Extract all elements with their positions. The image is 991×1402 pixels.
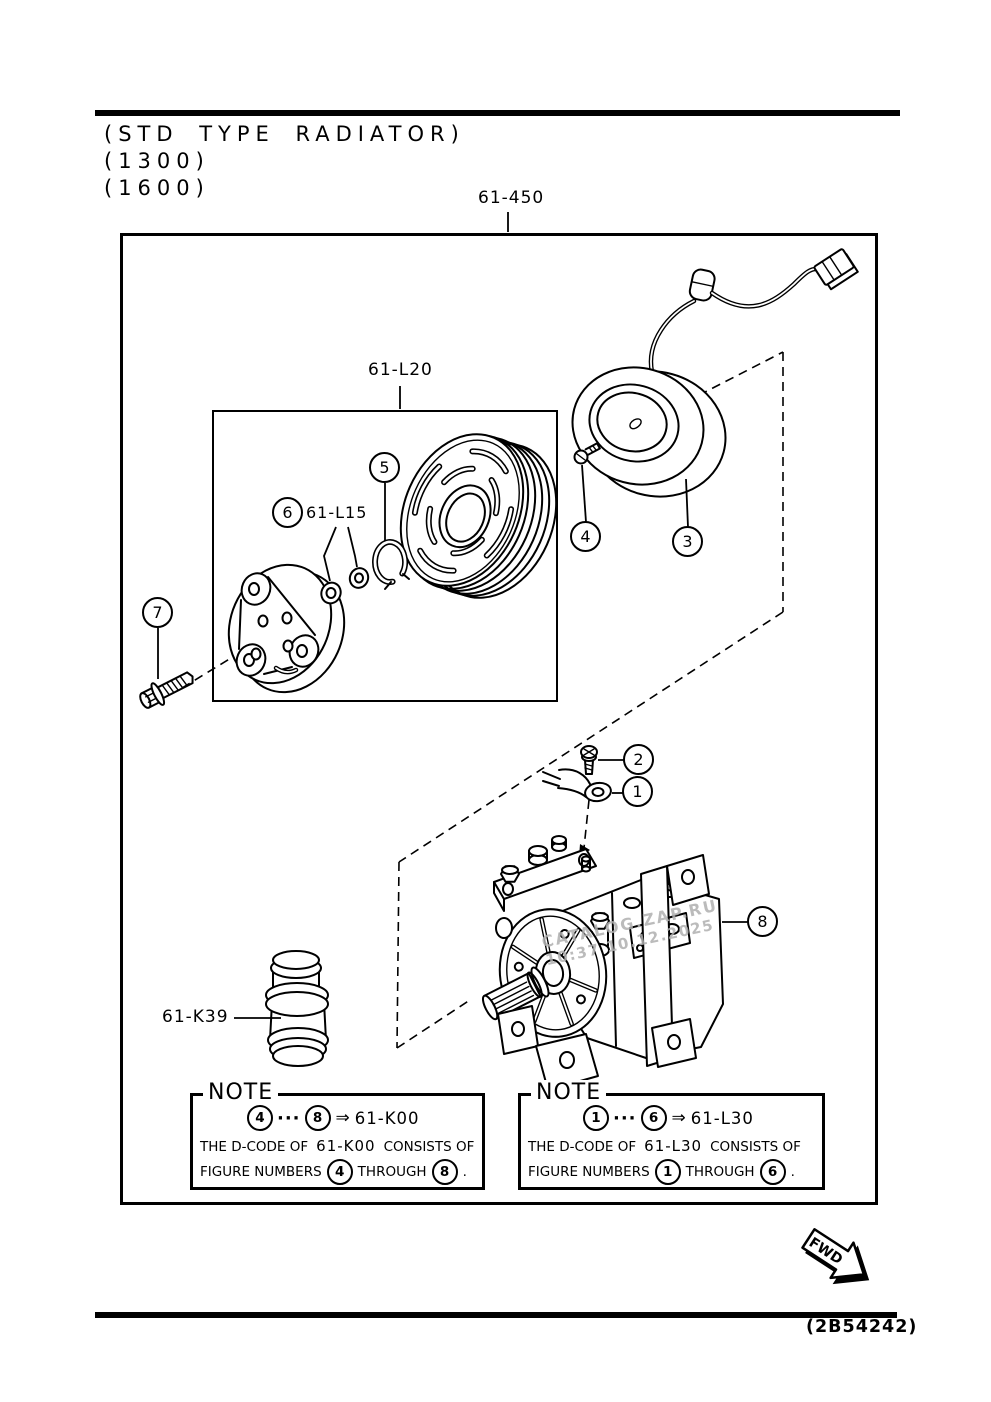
ground-strap-drawing [542,768,612,803]
note-right-body-row: THE D-CODE OF 61-L30 CONSISTS OF [521,1137,822,1155]
note-left-range-row: 4 ··· 8 ⇒ 61-K00 [193,1105,482,1131]
note-left-body-post: CONSISTS OF [383,1139,475,1155]
pulley-group-code-label: 61-L20 [368,360,433,380]
callout-1: 1 [622,776,653,807]
washer-kit-code-label: 61-L15 [306,503,368,522]
bottom-rule [95,1312,897,1318]
note-left-fig-to: 8 [431,1159,458,1185]
compressor-drawing [481,835,724,1091]
callout-3: 3 [672,526,703,557]
note-right-fig-period: . [790,1164,795,1180]
note-left-body-row: THE D-CODE OF 61-K00 CONSISTS OF [193,1137,482,1155]
note-left-group-code: 61-K00 [354,1108,420,1128]
damper-code-label: 61-K39 [162,1007,229,1027]
note-box-right: NOTE 1 ··· 6 ⇒ 61-L30 THE D-CODE OF 61-L3… [518,1080,825,1190]
note-right-fig-from: 1 [654,1159,681,1185]
screw-drawing [573,442,601,465]
note-left-fig-period: . [462,1164,467,1180]
note-right-range-row: 1 ··· 6 ⇒ 61-L30 [521,1105,822,1131]
note-left-figures-row: FIGURE NUMBERS 4 THROUGH 8 . [193,1159,482,1185]
assembly-code-label: 61-450 [478,188,545,208]
callout-6: 6 [272,497,303,528]
note-left-title: NOTE [203,1080,279,1105]
note-right-title: NOTE [531,1080,607,1105]
note-left-fig-mid: THROUGH [357,1164,427,1180]
note-right-group-code: 61-L30 [690,1108,754,1128]
note-right-figures-row: FIGURE NUMBERS 1 THROUGH 6 . [521,1159,822,1185]
note-left-fig-pre: FIGURE NUMBERS [200,1164,322,1180]
note-left-body-code: 61-K00 [316,1137,376,1155]
bolt-drawing [139,671,194,709]
note-right-arrow: ⇒ [671,1108,686,1128]
engine-code-1300: (1300) [104,149,210,173]
note-right-to-circle: 6 [640,1105,667,1131]
clutch-hub-drawing [227,563,346,694]
note-box-left: NOTE 4 ··· 8 ⇒ 61-K00 THE D-CODE OF 61-K0… [190,1080,485,1190]
note-right-fig-mid: THROUGH [685,1164,755,1180]
sheet-code: (2B54242) [806,1317,918,1337]
top-rule [95,110,900,116]
note-right-body-pre: THE D-CODE OF [528,1139,637,1155]
fwd-arrow-drawing: FWD [801,1228,870,1285]
snap-ring-drawing [372,539,410,590]
callout-8: 8 [747,906,778,937]
note-right-fig-to: 6 [759,1159,786,1185]
callout-2: 2 [623,744,654,775]
leader-lines [157,212,748,1019]
callout-7: 7 [142,597,173,628]
pulley-drawing [399,433,558,599]
damper-drawing [265,950,329,1067]
wire-connector-drawing [813,248,859,291]
note-left-from-circle: 4 [247,1105,273,1131]
callout-4: 4 [570,521,601,552]
pulley-group-frame [212,410,558,702]
terminal-screw-drawing [580,745,598,775]
thrust-washers-drawing [320,567,370,605]
note-left-body-pre: THE D-CODE OF [200,1139,309,1155]
callout-5: 5 [369,452,400,483]
note-right-fig-pre: FIGURE NUMBERS [528,1164,650,1180]
note-left-arrow: ⇒ [335,1108,350,1128]
note-right-dots: ··· [613,1107,637,1129]
main-diagram-frame [120,233,878,1205]
note-left-to-circle: 8 [304,1105,331,1131]
note-right-body-code: 61-L30 [644,1137,703,1155]
note-left-dots: ··· [277,1107,301,1129]
note-right-body-post: CONSISTS OF [710,1139,801,1155]
field-coil-drawing [571,248,859,498]
engine-code-1600: (1600) [104,176,210,200]
note-right-from-circle: 1 [583,1105,609,1131]
note-left-fig-from: 4 [326,1159,353,1185]
page-title: (STD TYPE RADIATOR) [104,122,465,146]
